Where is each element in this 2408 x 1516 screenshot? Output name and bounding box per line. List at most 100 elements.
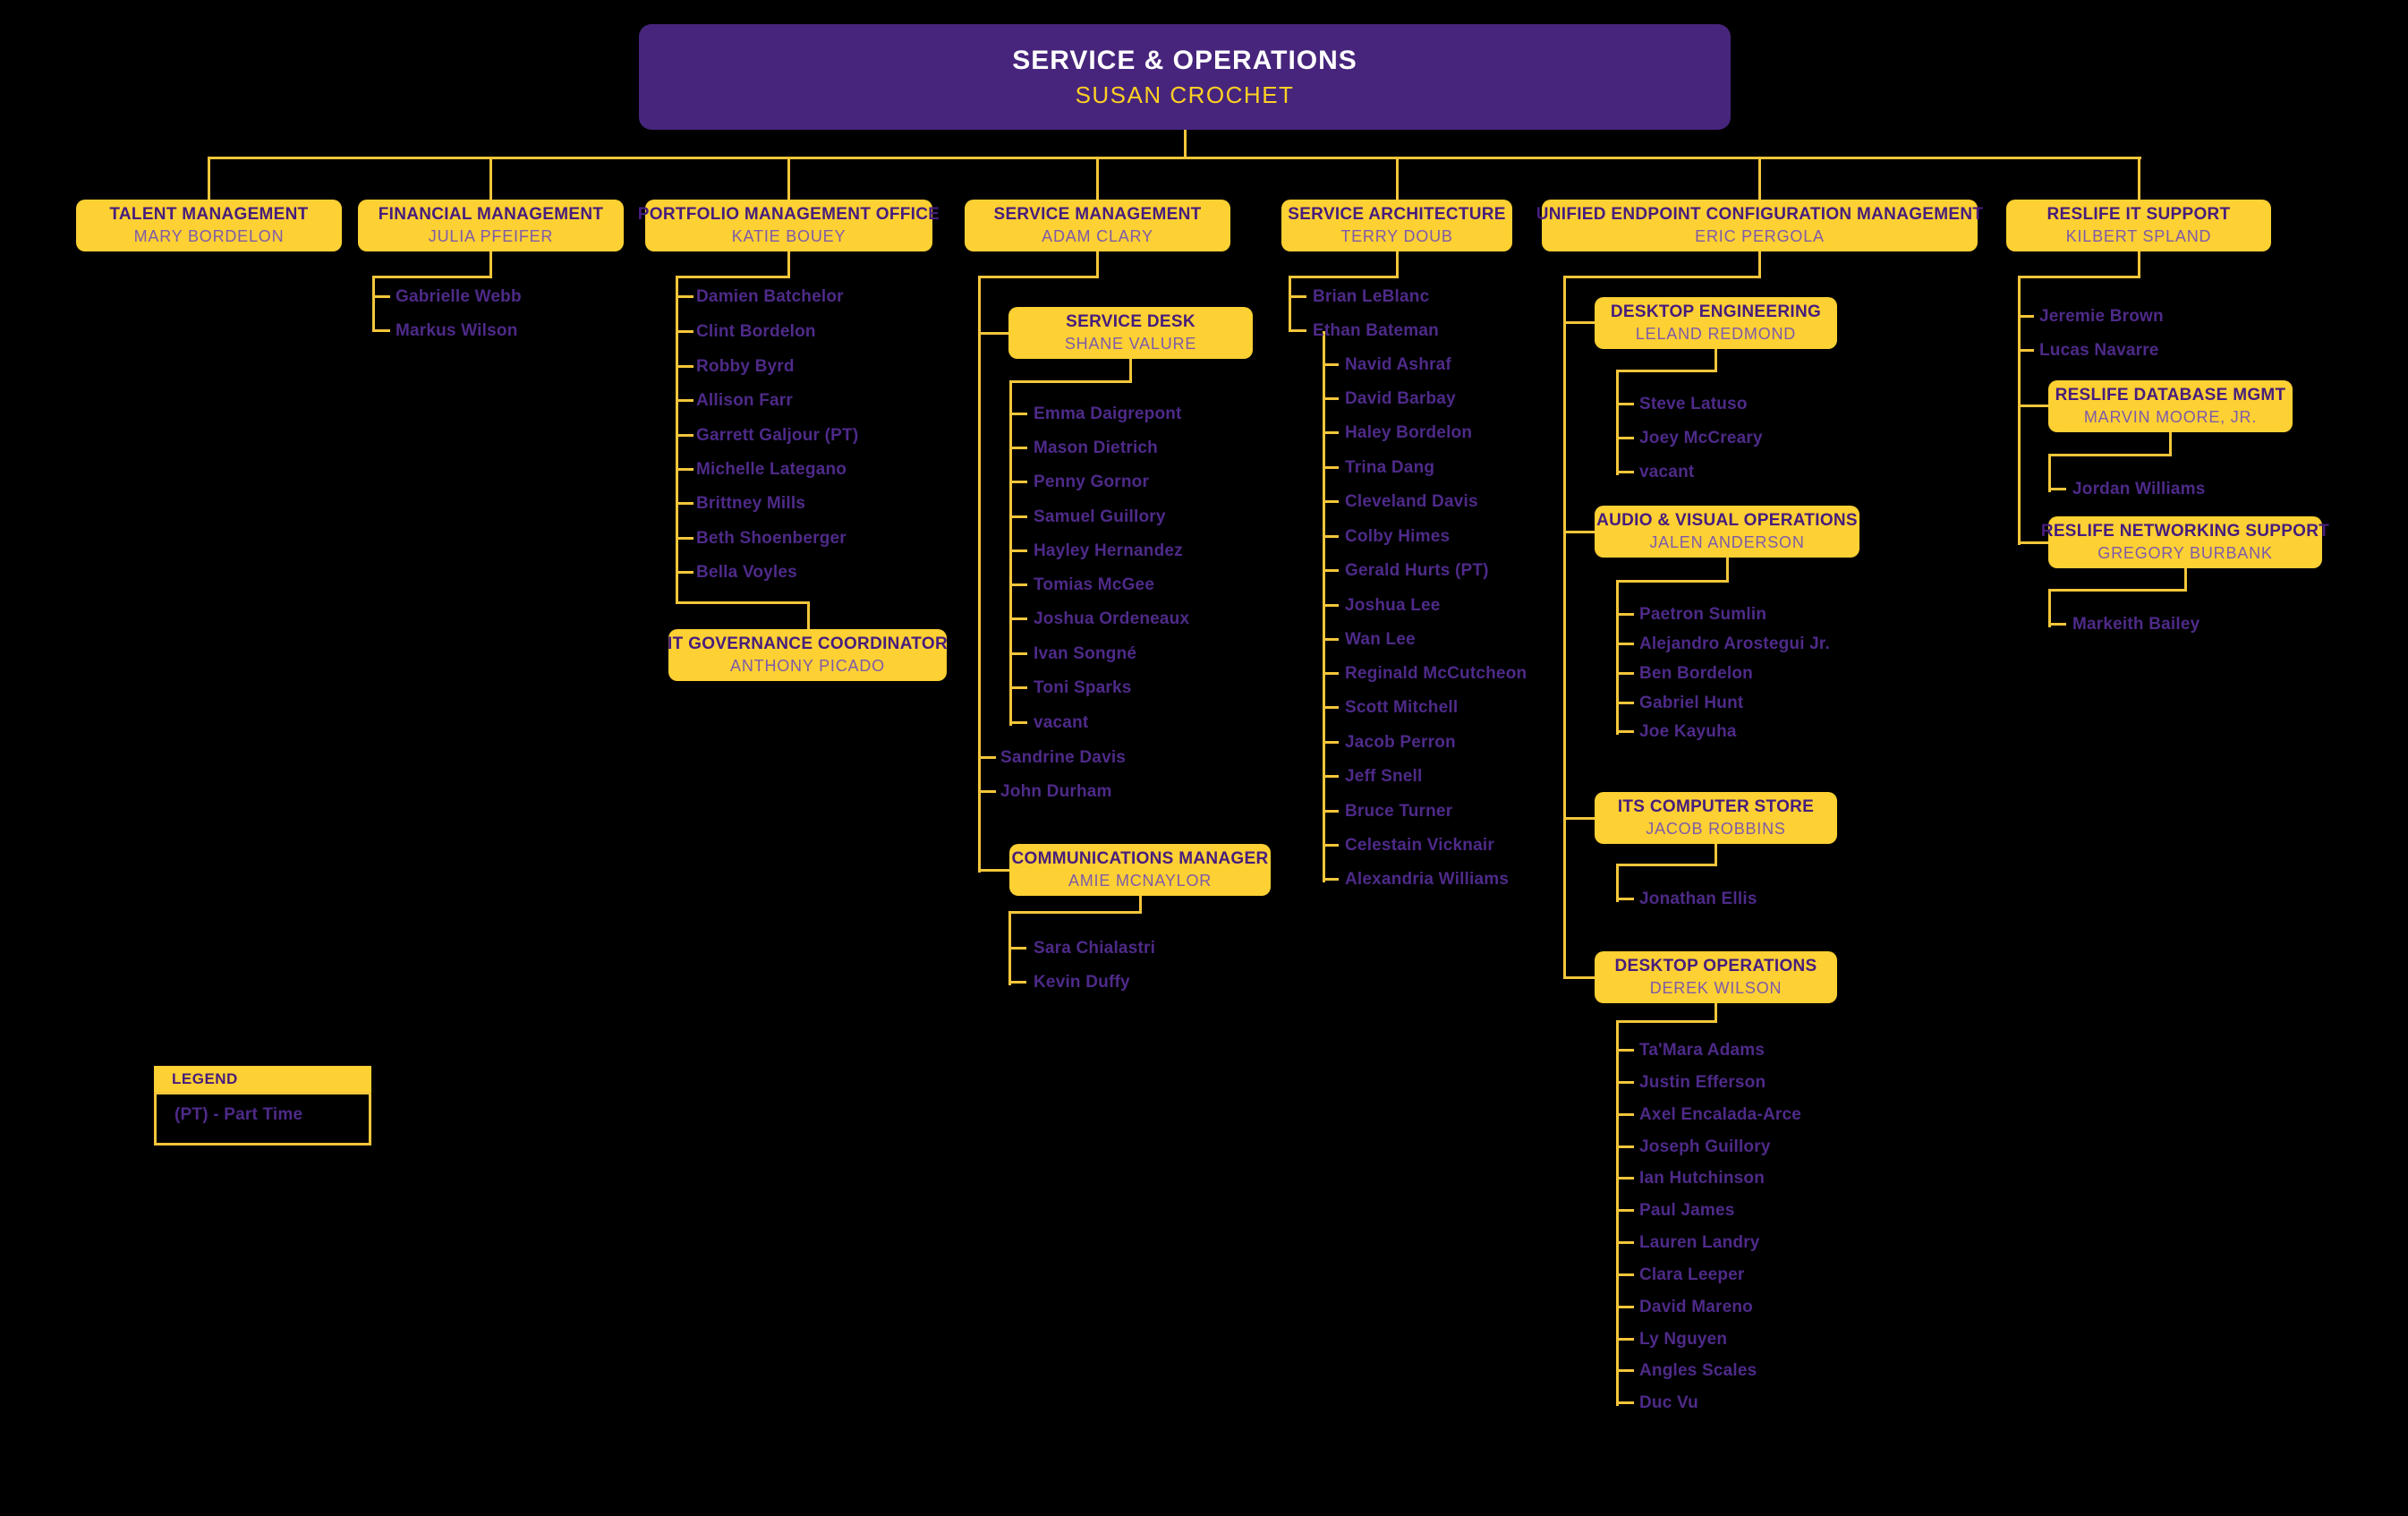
person-label: Brittney Mills xyxy=(696,494,806,513)
person-label: Paetron Sumlin xyxy=(1639,605,1767,624)
connector-line xyxy=(1563,276,1566,979)
person-label: Jeff Snell xyxy=(1345,767,1423,786)
org-box-title: SERVICE MANAGEMENT xyxy=(993,204,1202,224)
connector-line xyxy=(1009,617,1027,620)
connector-line xyxy=(676,571,693,574)
connector-line xyxy=(1616,1020,1717,1023)
org-box-desktop-engineering: DESKTOP ENGINEERING LELAND REDMOND xyxy=(1595,297,1837,349)
person-label: Duc Vu xyxy=(1639,1393,1698,1412)
person-label: Allison Farr xyxy=(696,391,793,410)
connector-line xyxy=(676,276,790,278)
person-label: Trina Dang xyxy=(1345,458,1435,477)
connector-line xyxy=(1616,898,1634,900)
connector-line xyxy=(2184,568,2187,589)
org-box-person: KILBERT SPLAND xyxy=(2065,226,2212,245)
connector-line xyxy=(1715,349,1717,370)
person-label: Alexandria Williams xyxy=(1345,870,1510,889)
connector-line xyxy=(1616,1241,1634,1244)
connector-line xyxy=(1096,157,1099,200)
connector-line xyxy=(2138,157,2140,200)
person-label: John Durham xyxy=(1000,782,1112,801)
connector-line xyxy=(1289,329,1306,332)
org-box-title: TALENT MANAGEMENT xyxy=(109,204,309,224)
org-box-financial-management: FINANCIAL MANAGEMENT JULIA PFEIFER xyxy=(358,200,624,251)
connector-line xyxy=(676,365,693,368)
connector-line xyxy=(676,468,693,471)
connector-line xyxy=(1009,515,1027,518)
person-label: Gabrielle Webb xyxy=(396,287,522,306)
org-box-person: AMIE MCNAYLOR xyxy=(1068,871,1213,890)
connector-line xyxy=(1616,702,1634,704)
org-box-title: SERVICE DESK xyxy=(1066,311,1195,331)
person-label: Damien Batchelor xyxy=(696,287,844,306)
person-label: Michelle Lategano xyxy=(696,460,847,479)
connector-line xyxy=(372,276,375,332)
person-label: Reginald McCutcheon xyxy=(1345,664,1527,683)
connector-line xyxy=(1616,370,1619,475)
connector-line xyxy=(2018,541,2048,544)
connector-line xyxy=(1323,569,1339,572)
org-box-title: ITS COMPUTER STORE xyxy=(1617,796,1815,816)
connector-line xyxy=(1323,431,1339,434)
person-label: Wan Lee xyxy=(1345,630,1416,649)
person-label: Axel Encalada-Arce xyxy=(1639,1105,1802,1124)
person-label: Bruce Turner xyxy=(1345,802,1453,821)
connector-line xyxy=(2048,488,2066,490)
connector-line xyxy=(1715,1003,1717,1020)
connector-line xyxy=(2018,405,2048,407)
person-label: Penny Gornor xyxy=(1034,473,1150,491)
org-box-reslife-database-mgmt: RESLIFE DATABASE MGMT MARVIN MOORE, JR. xyxy=(2048,380,2293,432)
person-label: Angles Scales xyxy=(1639,1361,1757,1380)
person-label: David Mareno xyxy=(1639,1298,1753,1316)
connector-line xyxy=(208,157,2141,159)
person-label: Toni Sparks xyxy=(1034,678,1132,697)
legend-part-time-note: (PT) - Part Time xyxy=(154,1092,371,1146)
connector-line xyxy=(372,329,390,332)
connector-line xyxy=(489,157,492,200)
org-box-title: DESKTOP OPERATIONS xyxy=(1614,956,1817,975)
org-box-person: JACOB ROBBINS xyxy=(1646,819,1786,838)
person-label: Beth Shoenberger xyxy=(696,529,847,548)
person-label: Clara Leeper xyxy=(1639,1265,1745,1284)
connector-line xyxy=(1563,321,1595,324)
connector-line xyxy=(1616,580,1619,735)
person-label: Colby Himes xyxy=(1345,527,1451,546)
person-label: Sandrine Davis xyxy=(1000,748,1127,767)
person-label: Clint Bordelon xyxy=(696,322,816,341)
org-box-service-and-operations: SERVICE & OPERATIONS SUSAN CROCHET xyxy=(639,24,1731,130)
org-box-reslife-it-support: RESLIFE IT SUPPORT KILBERT SPLAND xyxy=(2006,200,2271,251)
person-label: Jordan Williams xyxy=(2072,480,2206,498)
connector-line xyxy=(1129,359,1132,380)
connector-line xyxy=(1563,531,1595,533)
org-box-reslife-networking-support: RESLIFE NETWORKING SUPPORT GREGORY BURBA… xyxy=(2041,516,2329,568)
connector-line xyxy=(1009,721,1027,724)
person-label: Gabriel Hunt xyxy=(1639,694,1744,712)
person-label: Paul James xyxy=(1639,1201,1735,1220)
person-label: David Barbay xyxy=(1345,389,1456,408)
org-box-person: SUSAN CROCHET xyxy=(1075,81,1295,108)
connector-line xyxy=(1616,1338,1634,1341)
connector-line xyxy=(1009,652,1027,655)
connector-line xyxy=(1616,471,1634,473)
connector-line xyxy=(1323,741,1339,744)
person-label: Jeremie Brown xyxy=(2039,307,2164,326)
connector-line xyxy=(807,601,810,629)
org-box-person: MARY BORDELON xyxy=(133,226,285,245)
connector-line xyxy=(1009,481,1027,483)
connector-line xyxy=(1323,535,1339,538)
person-label: Gerald Hurts (PT) xyxy=(1345,561,1489,580)
connector-line xyxy=(2048,589,2187,592)
person-label: Joe Kayuha xyxy=(1639,722,1737,741)
connector-line xyxy=(676,330,693,333)
connector-line xyxy=(1009,380,1132,383)
person-label: Ethan Bateman xyxy=(1313,321,1439,340)
org-box-person: JULIA PFEIFER xyxy=(428,226,554,245)
person-label: Samuel Guillory xyxy=(1034,507,1166,526)
org-box-service-desk: SERVICE DESK SHANE VALURE xyxy=(1008,307,1253,359)
person-label: Tomias McGee xyxy=(1034,575,1155,594)
person-label: Sara Chialastri xyxy=(1034,939,1156,958)
person-label: Markus Wilson xyxy=(396,321,518,340)
org-box-person: KATIE BOUEY xyxy=(731,226,847,245)
org-box-title: DESKTOP ENGINEERING xyxy=(1610,302,1822,321)
